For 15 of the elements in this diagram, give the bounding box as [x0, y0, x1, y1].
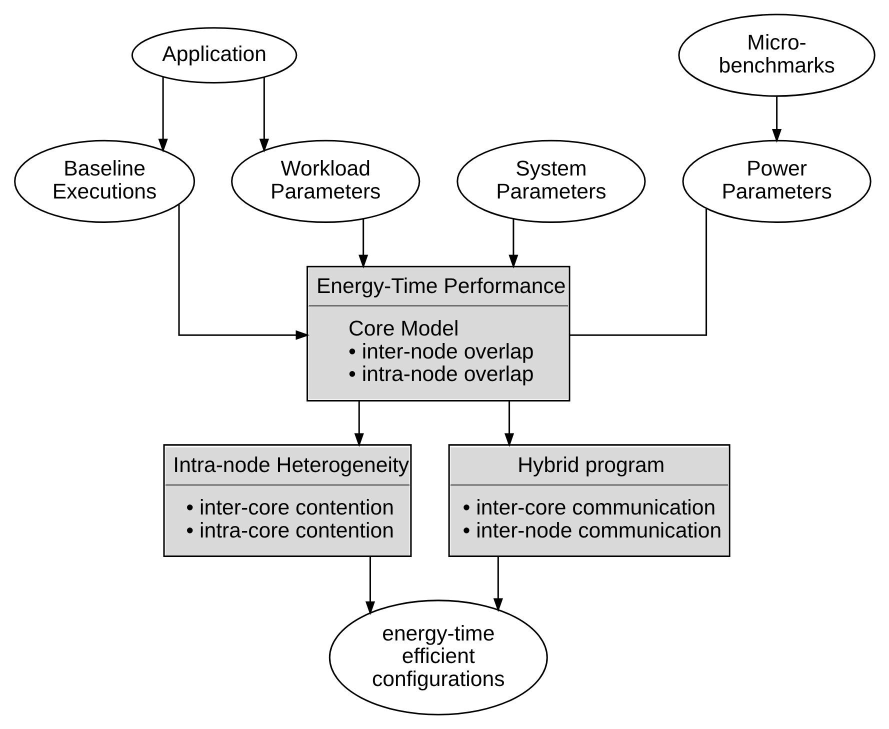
node-ellipse: Micro-benchmarks — [678, 14, 875, 97]
node-ellipse: Power Parameters — [682, 140, 871, 223]
connector — [569, 208, 707, 336]
arrow — [492, 556, 502, 612]
node-ellipse: Application — [130, 27, 297, 84]
arrow — [358, 219, 368, 268]
arrow — [258, 77, 268, 153]
arrow — [158, 77, 168, 153]
arrow — [354, 401, 364, 447]
arrow — [504, 401, 514, 447]
arrow — [178, 204, 309, 340]
node-ellipse: System Parameters — [456, 140, 646, 223]
arrow — [508, 219, 518, 268]
arrow — [772, 96, 782, 143]
arrow — [364, 556, 375, 616]
